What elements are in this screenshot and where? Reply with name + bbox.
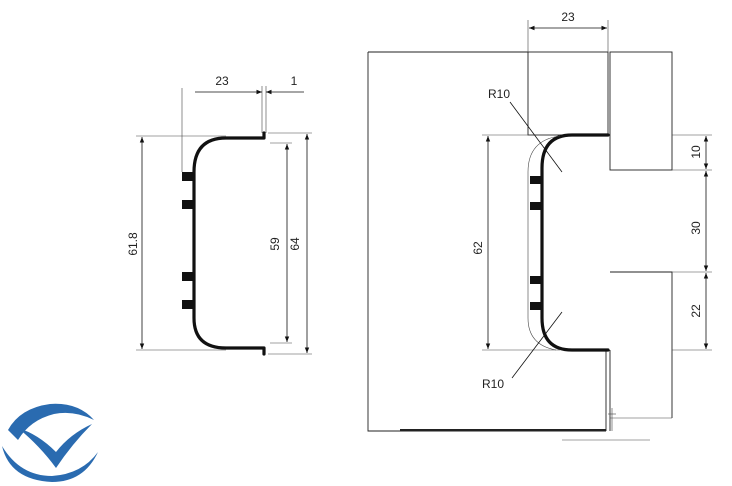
right-dim-width: 23 — [561, 10, 575, 24]
left-profile-fins — [182, 172, 194, 309]
right-handle-profile — [540, 133, 610, 352]
right-dim-bottom-gap: 22 — [689, 304, 703, 318]
right-dim-middle: 30 — [689, 221, 703, 235]
right-dim-top-gap: 10 — [689, 145, 703, 159]
left-dim-width: 23 — [215, 74, 229, 88]
right-radius-top: R10 — [488, 87, 510, 101]
bird-over-water-logo-icon — [2, 403, 98, 482]
right-radius-bottom: R10 — [482, 377, 504, 391]
left-profile-view: 23 1 61.8 59 64 — [126, 74, 312, 356]
cabinet-side-panel — [367, 51, 606, 432]
upper-drawer-front — [527, 51, 609, 136]
right-installed-view: 23 62 10 30 22 R10 R10 — [367, 10, 712, 441]
right-profile-fins — [530, 176, 542, 310]
left-dim-lip: 1 — [291, 74, 298, 88]
left-dim-total-height: 64 — [288, 237, 302, 251]
upper-right-panel — [609, 51, 673, 171]
left-dim-inner-height: 59 — [268, 237, 282, 251]
left-handle-profile — [192, 131, 266, 356]
right-dim-total-height: 62 — [471, 241, 485, 255]
left-dim-outer-height: 61.8 — [126, 232, 140, 256]
lower-right-panel — [610, 271, 673, 418]
